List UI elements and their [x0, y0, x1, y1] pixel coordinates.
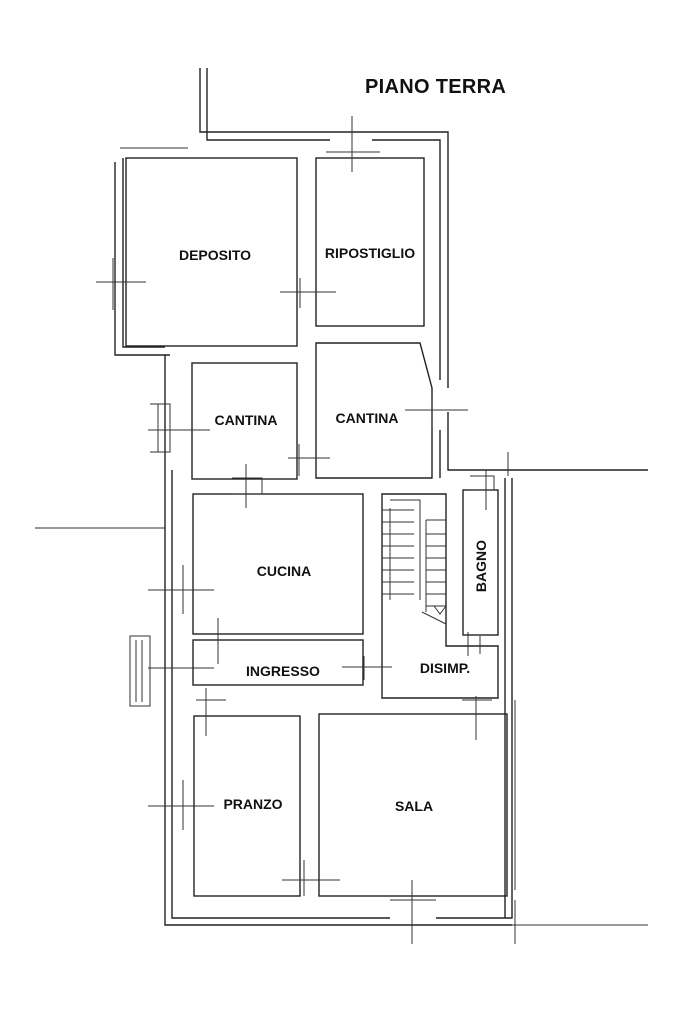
- room-sala: [318, 713, 508, 897]
- label-cantina-1: CANTINA: [215, 412, 278, 428]
- label-sala: SALA: [395, 798, 433, 814]
- label-disimpegno: DISIMP.: [420, 660, 470, 676]
- room-cucina: [192, 493, 364, 635]
- label-deposito: DEPOSITO: [179, 247, 251, 263]
- room-deposito: [125, 157, 298, 347]
- outer-walls: [35, 68, 648, 926]
- room-disimpegno: [381, 493, 499, 699]
- room-ripostiglio: [315, 157, 425, 327]
- label-bagno: BAGNO: [473, 540, 489, 592]
- room-cantina-2: [315, 342, 433, 479]
- label-pranzo: PRANZO: [223, 796, 282, 812]
- staircase: [382, 499, 447, 625]
- label-ingresso: INGRESSO: [246, 663, 320, 679]
- room-cantina-1: [191, 362, 298, 480]
- label-ripostiglio: RIPOSTIGLIO: [325, 245, 415, 261]
- plan-title: PIANO TERRA: [365, 76, 507, 98]
- label-cucina: CUCINA: [257, 563, 311, 579]
- label-cantina-2: CANTINA: [336, 410, 399, 426]
- window-markers: [96, 116, 516, 944]
- room-ingresso: [192, 639, 364, 686]
